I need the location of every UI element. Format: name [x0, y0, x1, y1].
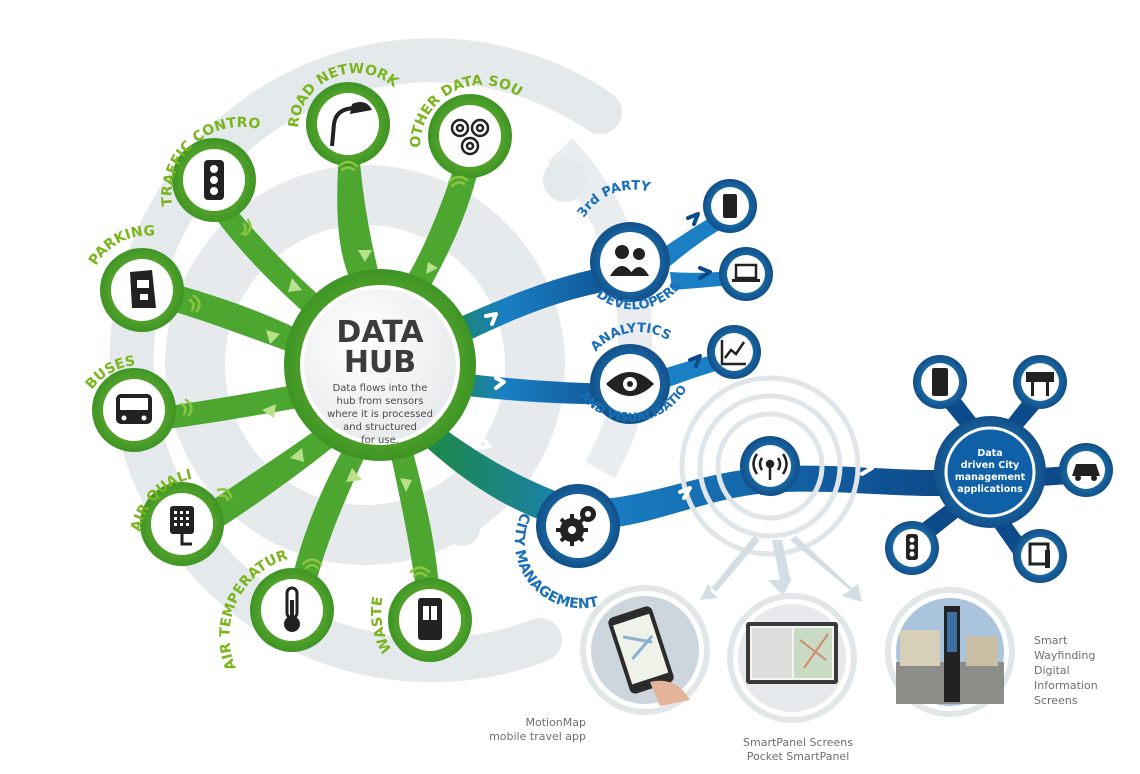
antenna-icon — [752, 453, 788, 480]
caption-wayfinding-line: Smart — [1034, 634, 1068, 647]
node-parking: PARKING — [86, 223, 184, 332]
node-waste: WASTE — [369, 578, 472, 662]
parking-meter-icon — [130, 270, 156, 308]
signpost-icon — [1026, 372, 1054, 396]
inflow-arrows — [262, 250, 438, 492]
node-broadcast — [740, 436, 800, 496]
node-traffic-control: TRAFFIC CONTROL — [0, 0, 262, 222]
waste-bin-icon — [418, 598, 442, 640]
node-display-panel — [913, 355, 967, 409]
caption-wayfinding-line: Wayfinding — [1034, 649, 1095, 662]
hub-title-line2: HUB — [344, 345, 416, 380]
city-apps-line: management — [955, 472, 1026, 483]
city-apps-hub: Data driven City management applications — [934, 416, 1046, 528]
node-traffic-light — [885, 521, 939, 575]
city-app-nodes — [885, 355, 1113, 583]
caption-smartpanel-line: Pocket SmartPanel — [747, 750, 850, 763]
hub-desc-line: for use. — [361, 435, 399, 446]
caption-motionmap-line: mobile travel app — [489, 730, 586, 743]
caption-wayfinding-line: Screens — [1034, 694, 1078, 707]
caption-wayfinding-line: Digital — [1034, 664, 1070, 677]
screen-wayfinding: Smart Wayfinding Digital Information Scr… — [885, 587, 1098, 717]
city-apps-line: applications — [957, 484, 1023, 495]
street-lamp-icon — [330, 102, 372, 147]
thermometer-icon — [284, 586, 300, 632]
signal-rings — [679, 375, 861, 557]
caption-motionmap-line: MotionMap — [525, 716, 586, 729]
caption-wayfinding-line: Information — [1034, 679, 1098, 692]
green-connectors — [140, 130, 480, 604]
laptop-icon — [732, 263, 760, 282]
wifi-icons — [180, 160, 469, 578]
monitor-image — [746, 622, 838, 684]
line-chart-icon — [720, 340, 746, 366]
target-circles-icon — [450, 118, 490, 156]
data-hub: DATA HUB Data flows into the hub from se… — [284, 269, 476, 461]
hub-desc-line: Data flows into the — [333, 383, 428, 394]
hub-desc-line: and structured — [343, 422, 417, 433]
caption-smartpanel-line: SmartPanel Screens — [743, 736, 853, 749]
air-sensor-icon — [170, 506, 194, 546]
city-apps-line: driven City — [961, 460, 1020, 471]
traffic-light-icon — [906, 534, 918, 560]
eye-icon — [606, 372, 654, 396]
node-signpost — [1013, 355, 1067, 409]
screen-smartpanel: SmartPanel Screens Pocket SmartPanel — [727, 593, 857, 763]
hub-desc-line: where it is processed — [327, 409, 433, 420]
hub-title-line1: DATA — [336, 315, 424, 350]
bus-icon — [116, 394, 152, 424]
node-car — [1059, 443, 1113, 497]
hub-desc-line: hub from sensors — [336, 396, 423, 407]
node-buses: BUSES — [83, 353, 176, 452]
smartphone-icon — [723, 194, 737, 218]
node-phone — [703, 179, 757, 233]
gears-icon — [556, 506, 596, 546]
street-kiosk-image — [896, 606, 1004, 704]
phone-app-image — [608, 606, 690, 706]
screen-motionmap: MotionMap mobile travel app — [489, 585, 710, 743]
node-chart — [707, 325, 761, 379]
display-panel-icon — [932, 368, 948, 396]
node-kiosk — [1013, 529, 1067, 583]
city-apps-line: Data — [977, 448, 1002, 459]
car-icon — [1072, 464, 1100, 481]
node-laptop — [719, 247, 773, 301]
traffic-light-icon — [204, 160, 224, 200]
kiosk-icon — [1028, 542, 1050, 568]
screen-arrows — [700, 536, 862, 602]
flow-arrows — [478, 212, 874, 500]
people-icon — [610, 245, 649, 276]
